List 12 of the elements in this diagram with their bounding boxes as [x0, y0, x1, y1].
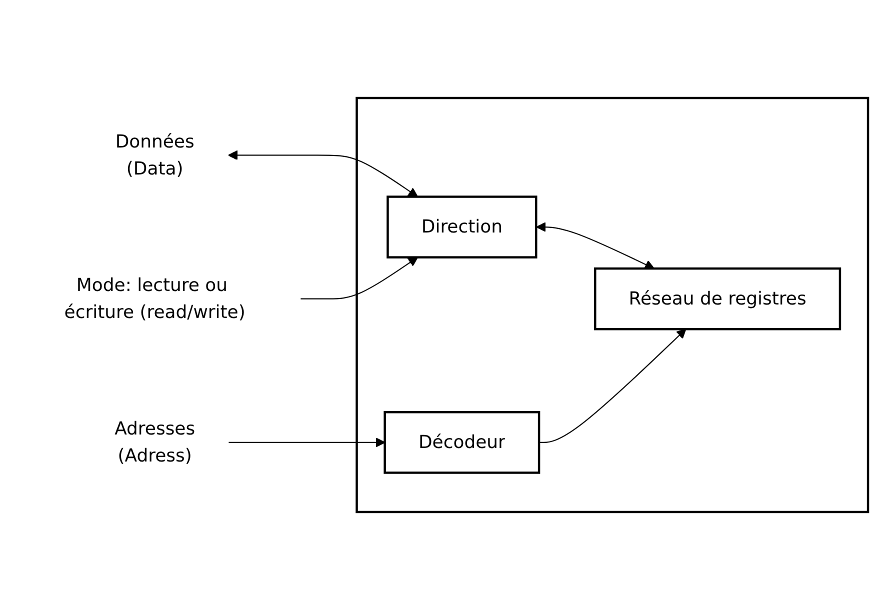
cluster [356, 96, 870, 514]
node-box: Direction [386, 196, 538, 258]
node-text: Adresses (Adress) [114, 418, 196, 466]
arrow [228, 438, 386, 448]
node-text: Mode: lecture ou écriture (read/write) [64, 274, 246, 322]
arrow [536, 222, 655, 270]
arrow [300, 256, 418, 300]
arrow [228, 150, 418, 198]
node-box: Décodeur [384, 411, 540, 474]
node-text: Données (Data) [115, 130, 194, 179]
node-box: Réseau de registres [594, 267, 842, 330]
arrow [539, 328, 686, 443]
